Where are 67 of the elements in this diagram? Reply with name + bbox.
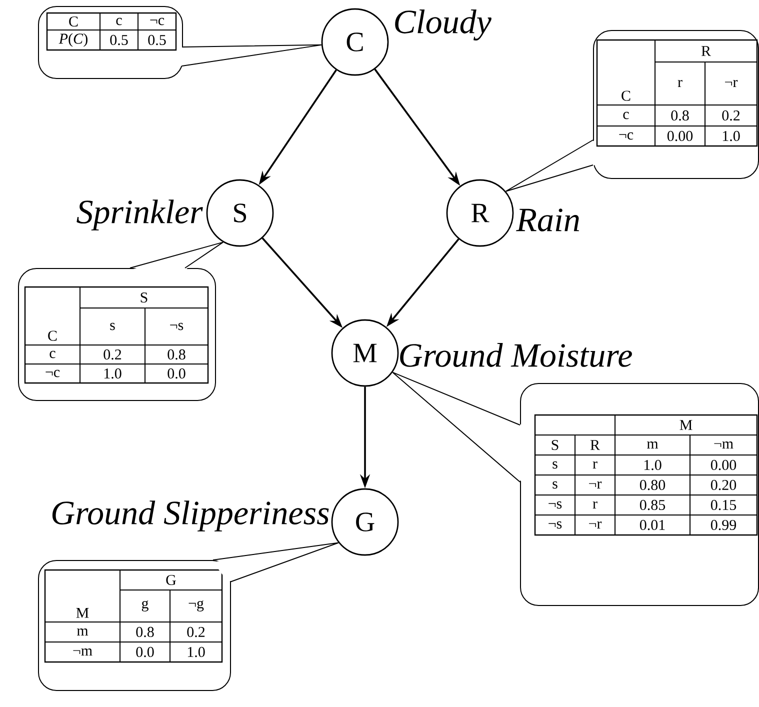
table-cell: 0.0	[168, 368, 186, 379]
callout-tail	[505, 140, 595, 192]
node-label: Ground Moisture	[400, 343, 632, 367]
table-cell: 0.5	[148, 34, 166, 46]
table-cell: ¬m	[714, 441, 734, 449]
table-cell: ¬r	[589, 521, 602, 529]
table-cell: 0.0	[136, 646, 154, 658]
table-cell: 1.0	[644, 460, 662, 470]
table-cell: R	[590, 440, 600, 450]
table-cell: 0.15	[710, 500, 736, 510]
table-cell: ¬m	[73, 648, 92, 656]
table-cell: g	[142, 600, 148, 612]
table-cell: 0.01	[640, 520, 665, 530]
callout-tail	[212, 542, 339, 582]
table-cell: S	[140, 292, 148, 303]
table-cell: ¬r	[725, 80, 738, 88]
table-cell: r	[592, 501, 598, 509]
node-label: Ground Slipperiness	[52, 500, 329, 532]
table-cell: M	[680, 420, 692, 430]
table-cell: r	[592, 461, 598, 469]
table-cell: 0.2	[104, 349, 122, 360]
table-cell: ¬s	[548, 521, 562, 529]
table-cell: r	[678, 80, 682, 88]
table-cell: ¬s	[170, 322, 184, 330]
table-cell: 1.0	[104, 368, 122, 379]
table-cell: G	[166, 574, 176, 586]
table-cell: m	[76, 628, 88, 636]
table-cell: 0.80	[640, 480, 666, 490]
table-cell: c	[116, 18, 122, 26]
table-cell: 0.8	[671, 110, 689, 121]
table-cell: 0.2	[187, 626, 205, 638]
table-cell: 0.2	[722, 110, 740, 121]
table-cell: c	[50, 350, 56, 358]
table-cell: 0.00	[667, 130, 693, 142]
table-cell: m	[647, 441, 658, 449]
node-label: Cloudy	[395, 10, 492, 40]
table-cell: 0.5	[110, 34, 128, 46]
table-cell: s	[110, 322, 115, 330]
node-label: Sprinkler	[76, 200, 203, 230]
callout-tail	[180, 44, 322, 66]
table-cell: c	[623, 112, 629, 120]
table-cell: ¬g	[188, 600, 204, 612]
table-cell: 0.85	[640, 500, 666, 510]
table-cell: R	[701, 46, 711, 56]
table-cell: 1.0	[188, 646, 205, 658]
table-cell: 0.00	[710, 460, 736, 470]
table-cell: C	[69, 16, 78, 27]
table-cell: ¬r	[589, 481, 602, 489]
table-cell: C	[48, 330, 57, 341]
table-cell: 1.0	[722, 130, 740, 142]
table-cell: C	[622, 90, 630, 101]
callout-tail	[130, 242, 224, 270]
table-cell: 0.20	[710, 480, 736, 490]
table-cell: ¬c	[46, 370, 60, 378]
table-cell: 0.8	[136, 626, 154, 638]
table-cell: s	[552, 481, 558, 489]
callout-tail	[392, 372, 522, 482]
table-cell: P(C)	[58, 33, 88, 47]
table-cell: M	[76, 608, 89, 618]
table-cell: 0.99	[710, 520, 736, 530]
node-label: Rain	[516, 208, 580, 232]
table-cell: s	[552, 461, 558, 469]
table-cell: ¬c	[619, 132, 634, 140]
table-cell: ¬c	[150, 18, 164, 26]
table-cell: ¬s	[548, 501, 562, 509]
table-cell: S	[552, 440, 558, 450]
table-cell: 0.8	[168, 349, 186, 360]
